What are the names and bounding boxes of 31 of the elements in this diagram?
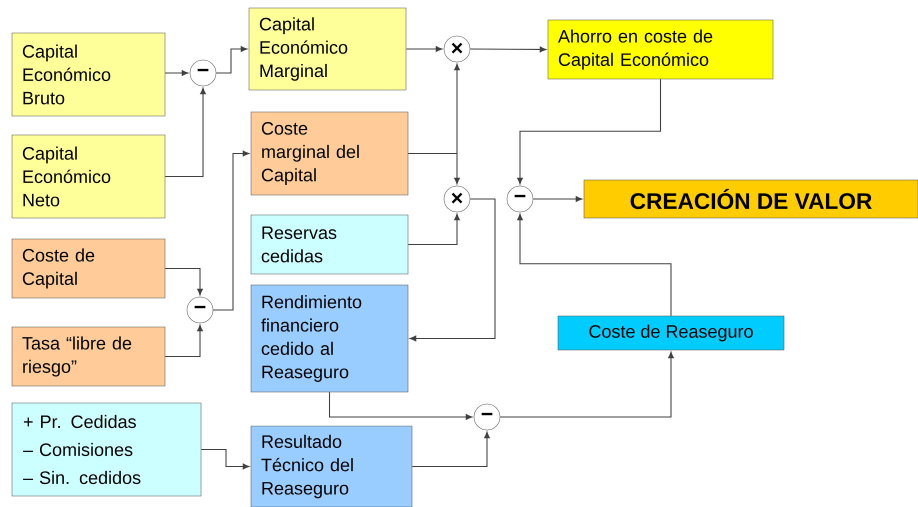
- arrow: [165, 88, 206, 178]
- arrow: [410, 198, 496, 342]
- arrow: [406, 46, 442, 52]
- arrow: [517, 79, 662, 184]
- arrow: [517, 214, 672, 316]
- process-box: Capital Económico Bruto: [12, 32, 166, 116]
- list-box: + Pr. Cedidas – Comisiones – Sin. cedidos: [12, 402, 202, 496]
- arrow: [213, 150, 250, 311]
- process-box: Ahorro en coste de Capital Económico: [548, 20, 774, 80]
- process-box: Reservas cedidas: [250, 214, 408, 274]
- process-box: Capital Económico Neto: [12, 134, 166, 218]
- arrow: [201, 448, 250, 470]
- process-box: Coste de Reaseguro: [558, 316, 784, 350]
- arrow: [500, 352, 674, 418]
- process-box: Coste de Capital: [12, 238, 166, 298]
- arrow: [328, 392, 472, 420]
- arrow: [165, 70, 188, 76]
- arrow: [412, 432, 490, 468]
- arrow: [408, 152, 460, 184]
- process-box: Capital Económico Marginal: [248, 8, 406, 90]
- arrow: [165, 268, 203, 296]
- arrow: [408, 214, 460, 246]
- process-box: Tasa “libre de riesgo”: [12, 326, 166, 386]
- result-box: CREACIÓN DE VALOR: [584, 180, 918, 218]
- process-box: Coste marginal del Capital: [250, 112, 408, 196]
- arrow: [216, 46, 248, 74]
- arrow: [470, 46, 546, 52]
- process-box: Rendimiento financiero cedido al Reaseguro: [250, 284, 408, 392]
- arrow: [165, 324, 203, 358]
- process-box: Resultado Técnico del Reaseguro: [250, 426, 412, 507]
- arrow: [533, 196, 582, 202]
